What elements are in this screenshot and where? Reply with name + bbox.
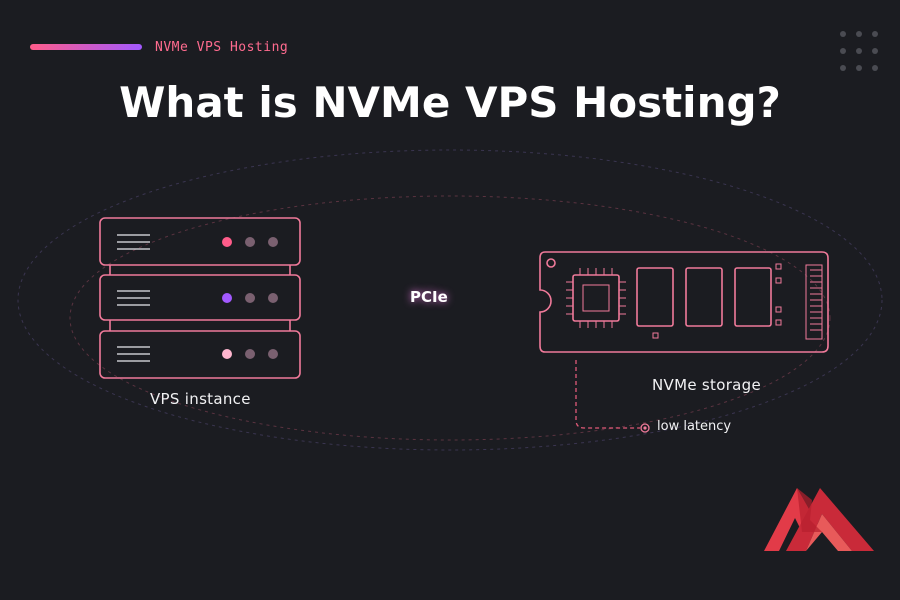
nvme-drive-icon (539, 251, 829, 353)
pcie-label: PCIe (410, 288, 448, 306)
vps-instance-label: VPS instance (150, 390, 251, 408)
low-latency-label: low latency (657, 419, 732, 434)
m-logo-icon (764, 488, 874, 551)
server-rack-icon (99, 217, 301, 379)
page-title: What is NVMe VPS Hosting? (119, 78, 781, 127)
latency-connector (575, 360, 640, 429)
server-status-lights (222, 237, 278, 359)
pcie-label-backdrop (398, 282, 462, 308)
orbit-ellipse-inner (69, 195, 831, 441)
header-accent-bar (30, 44, 142, 50)
target-dot-icon (640, 423, 650, 433)
nvme-storage-label: NVMe storage (652, 376, 762, 394)
orbit-ellipse-outer (17, 149, 883, 451)
dot-grid-icon (840, 31, 878, 71)
kicker-label: NVMe VPS Hosting (155, 40, 289, 55)
